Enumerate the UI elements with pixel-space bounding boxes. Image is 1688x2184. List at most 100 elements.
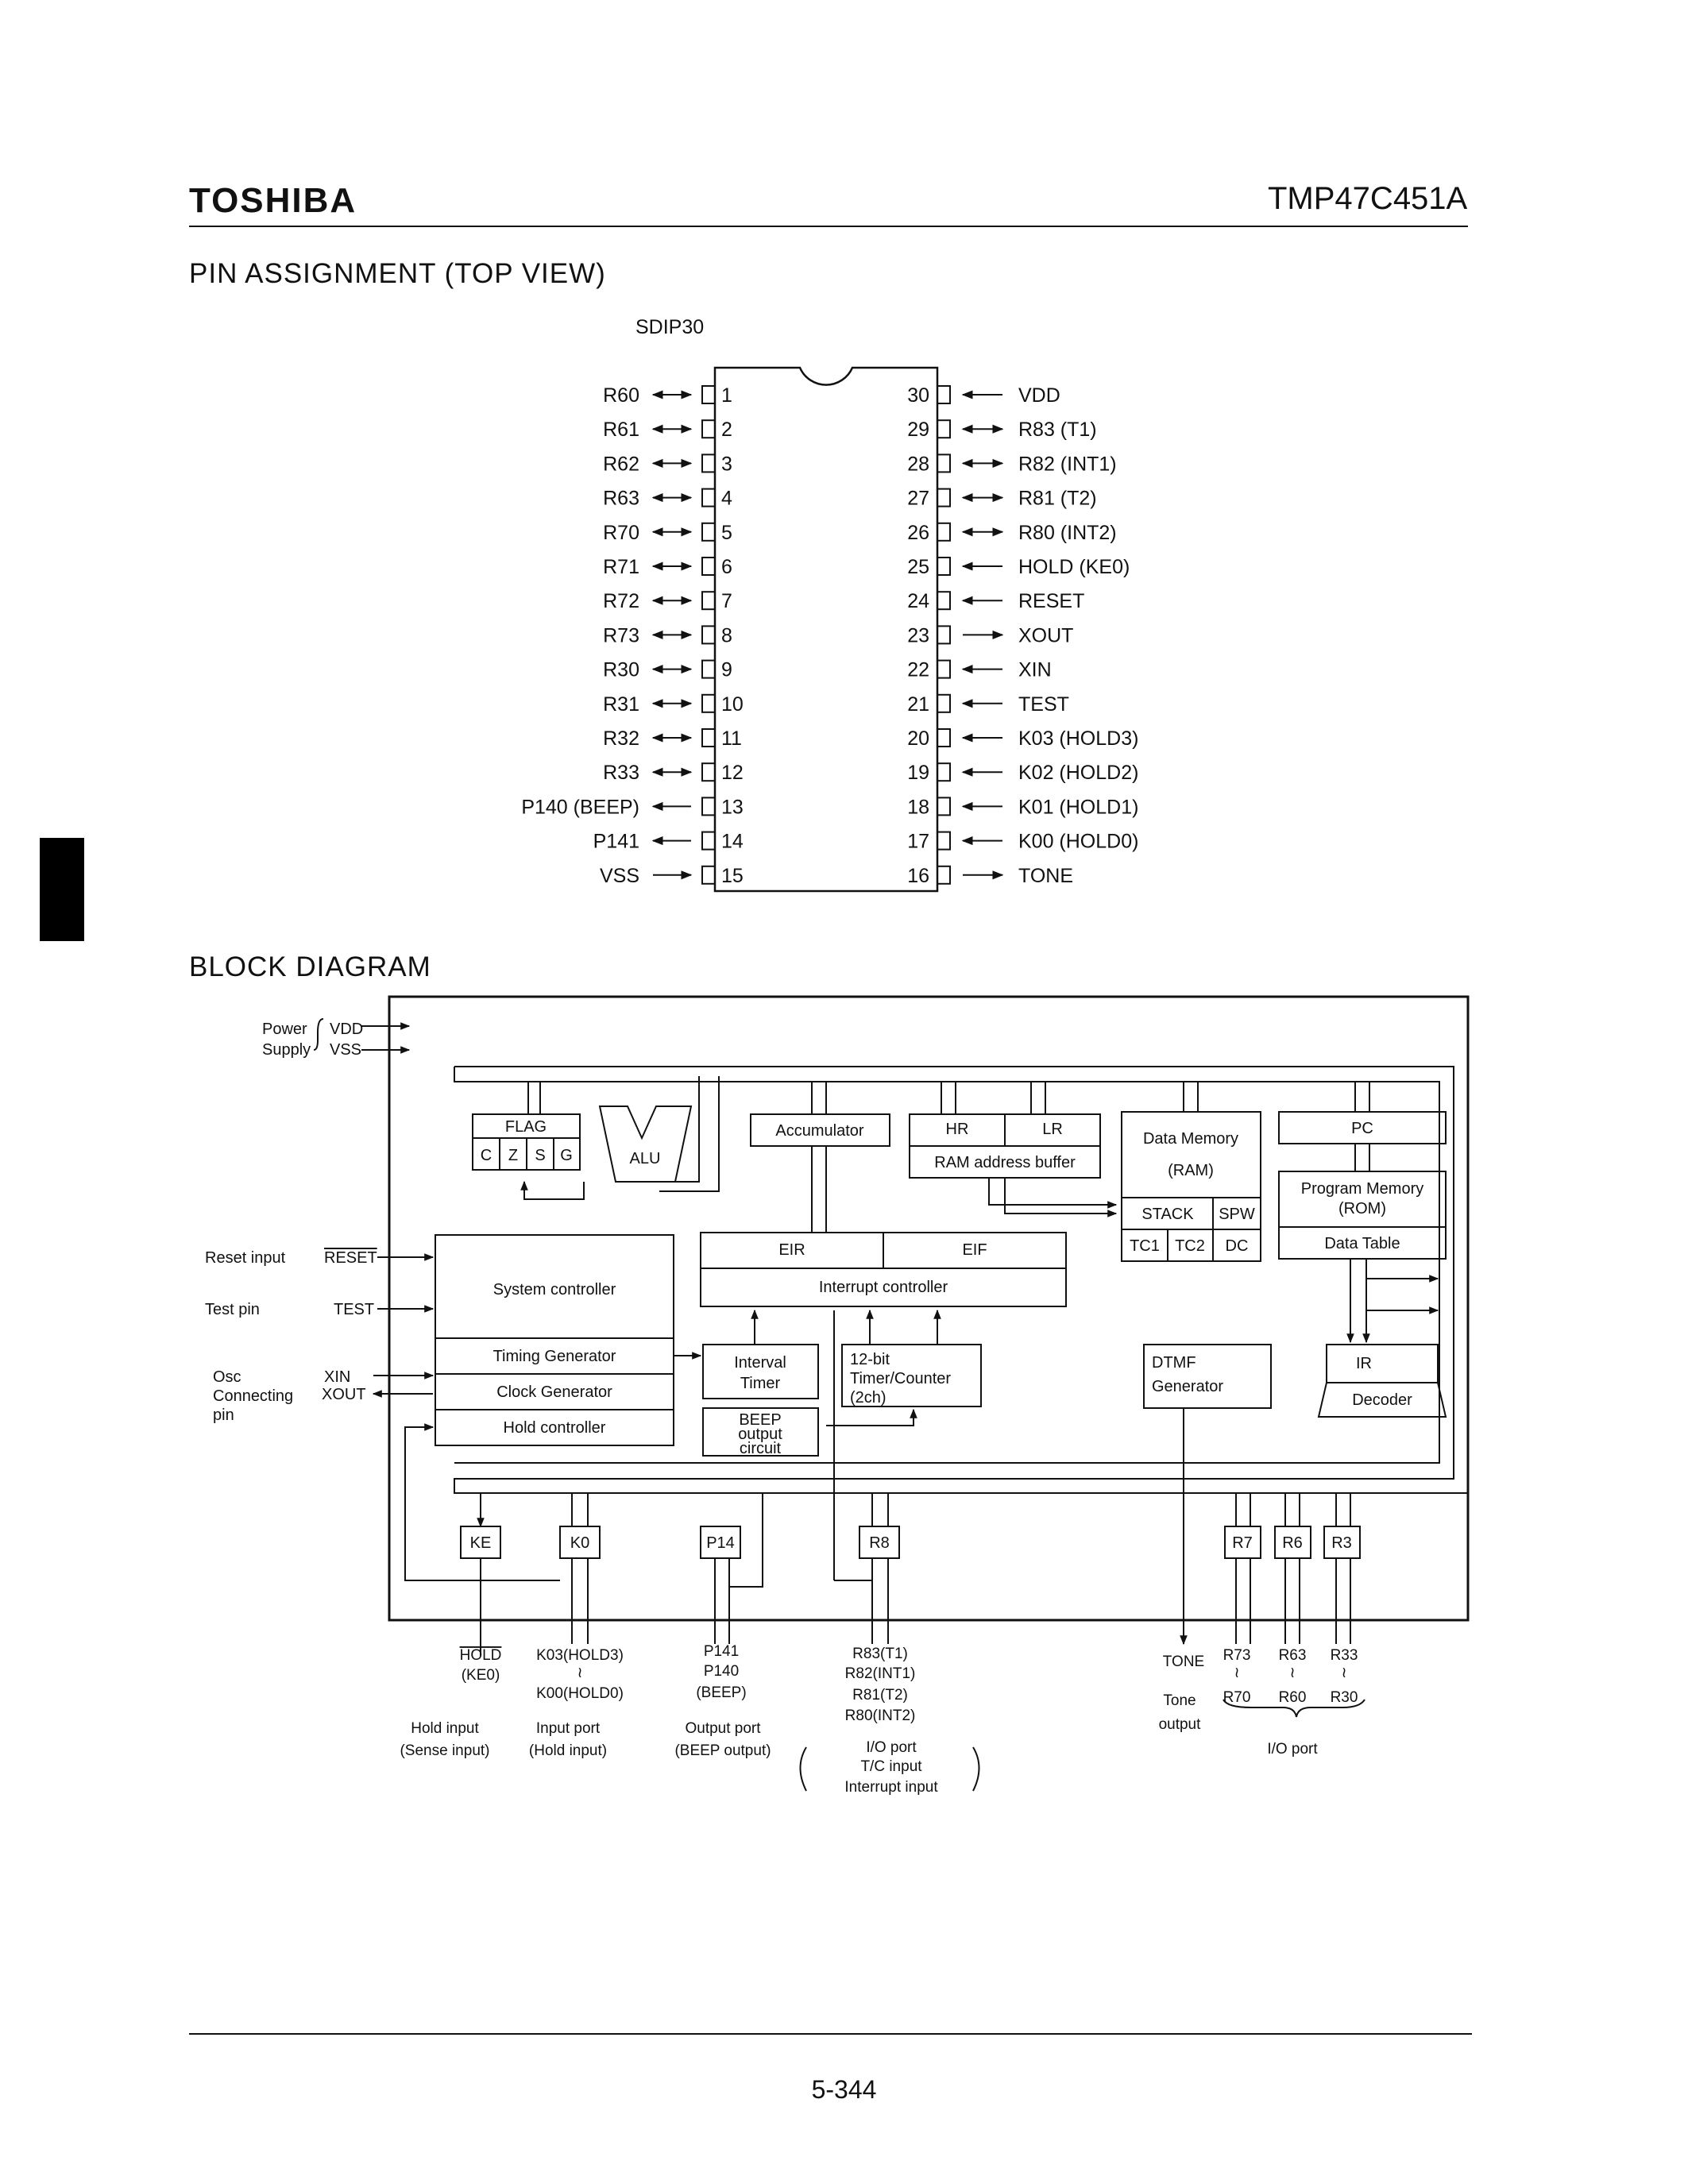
pin-2-name: R61 bbox=[603, 419, 639, 441]
svg-text:Interval: Interval bbox=[734, 1354, 786, 1372]
pin-17-number: 17 bbox=[907, 831, 929, 853]
pin-21-name: TEST bbox=[1018, 693, 1069, 716]
svg-text:R83(T1): R83(T1) bbox=[852, 1646, 908, 1662]
pin-15-number: 15 bbox=[721, 865, 744, 887]
alu-shape bbox=[598, 1106, 693, 1183]
pin-3-name: R62 bbox=[603, 453, 639, 475]
page-number: 5-344 bbox=[811, 2075, 877, 2104]
svg-text:S: S bbox=[535, 1147, 545, 1164]
svg-text:Output port: Output port bbox=[685, 1720, 761, 1737]
pin-18-pad bbox=[937, 797, 951, 816]
pin-28-name: R82 (INT1) bbox=[1018, 453, 1117, 475]
pin-29-name: R83 (T1) bbox=[1018, 419, 1097, 441]
pin-15-pad bbox=[701, 865, 716, 885]
svg-text:pin: pin bbox=[213, 1406, 234, 1424]
svg-text:R80(INT2): R80(INT2) bbox=[845, 1707, 916, 1724]
pin-2-number: 2 bbox=[721, 419, 732, 441]
pin-13-name: P140 (BEEP) bbox=[521, 796, 639, 818]
pin-10-name: R31 bbox=[603, 693, 639, 716]
pin-5-name: R70 bbox=[603, 522, 639, 544]
internal-bus-top bbox=[454, 1066, 1468, 1494]
pin-17-name: K00 (HOLD0) bbox=[1018, 831, 1138, 853]
pin-27-pad bbox=[937, 488, 951, 507]
svg-text:circuit: circuit bbox=[740, 1440, 782, 1457]
svg-text:R6: R6 bbox=[1282, 1534, 1303, 1552]
svg-text:G: G bbox=[560, 1147, 573, 1164]
pin-26-number: 26 bbox=[907, 522, 929, 544]
pin-9-name: R30 bbox=[603, 659, 639, 681]
svg-text:R8: R8 bbox=[869, 1534, 890, 1552]
pin-29-pad bbox=[937, 419, 951, 439]
pin-26-name: R80 (INT2) bbox=[1018, 522, 1117, 544]
pin-25-number: 25 bbox=[907, 556, 929, 578]
svg-text:XIN: XIN bbox=[324, 1368, 350, 1386]
svg-text:≀: ≀ bbox=[1341, 1665, 1346, 1681]
svg-text:T/C input: T/C input bbox=[860, 1758, 922, 1775]
svg-text:SPW: SPW bbox=[1219, 1206, 1255, 1223]
svg-text:R81(T2): R81(T2) bbox=[852, 1687, 908, 1704]
pin-7-name: R72 bbox=[603, 590, 639, 612]
svg-text:DTMF: DTMF bbox=[1152, 1354, 1196, 1372]
svg-text:TEST: TEST bbox=[334, 1301, 374, 1318]
svg-text:R73: R73 bbox=[1223, 1647, 1251, 1664]
pin-20-name: K03 (HOLD3) bbox=[1018, 727, 1138, 750]
svg-text:Power: Power bbox=[262, 1021, 307, 1038]
svg-text:Input port: Input port bbox=[536, 1720, 601, 1737]
svg-text:R60: R60 bbox=[1279, 1689, 1307, 1706]
pin-4-pad bbox=[701, 488, 716, 507]
pin-18-name: K01 (HOLD1) bbox=[1018, 796, 1138, 818]
pin-8-name: R73 bbox=[603, 624, 639, 646]
pin-30-name: VDD bbox=[1018, 384, 1060, 407]
svg-text:TONE: TONE bbox=[1163, 1653, 1204, 1670]
pin-12-name: R33 bbox=[603, 762, 639, 784]
svg-text:DC: DC bbox=[1226, 1237, 1249, 1255]
svg-text:(ROM): (ROM) bbox=[1338, 1200, 1386, 1217]
svg-text:Data Table: Data Table bbox=[1324, 1235, 1400, 1252]
part-number: TMP47C451A bbox=[1268, 181, 1468, 216]
svg-text:VDD: VDD bbox=[330, 1021, 363, 1038]
pin-23-name: XOUT bbox=[1018, 624, 1073, 646]
svg-text:(Hold input): (Hold input) bbox=[529, 1742, 607, 1759]
pin-28-number: 28 bbox=[907, 453, 929, 475]
svg-text:RAM address buffer: RAM address buffer bbox=[934, 1154, 1076, 1171]
svg-text:EIR: EIR bbox=[778, 1241, 805, 1259]
pin-13-number: 13 bbox=[721, 796, 744, 818]
svg-text:P140: P140 bbox=[704, 1663, 739, 1680]
pin-25-name: HOLD (KE0) bbox=[1018, 556, 1130, 578]
svg-text:R70: R70 bbox=[1223, 1689, 1251, 1706]
pin-3-pad bbox=[701, 453, 716, 473]
pin-6-name: R71 bbox=[603, 556, 639, 578]
pin-23-pad bbox=[937, 625, 951, 645]
svg-text:R82(INT1): R82(INT1) bbox=[845, 1665, 916, 1682]
svg-text:Osc: Osc bbox=[213, 1368, 241, 1386]
pin-22-name: XIN bbox=[1018, 659, 1052, 681]
pin-13-pad bbox=[701, 797, 716, 816]
svg-text:TC1: TC1 bbox=[1130, 1237, 1160, 1255]
svg-text:(Sense input): (Sense input) bbox=[400, 1742, 489, 1759]
pin-20-number: 20 bbox=[907, 727, 929, 750]
package-label: SDIP30 bbox=[635, 316, 705, 338]
svg-text:K0: K0 bbox=[570, 1534, 589, 1552]
pin-8-pad bbox=[701, 625, 716, 645]
pin-26-pad bbox=[937, 522, 951, 542]
svg-text:P14: P14 bbox=[706, 1534, 735, 1552]
alu-label: ALU bbox=[630, 1150, 661, 1167]
svg-text:C: C bbox=[481, 1147, 492, 1164]
block-diagram-title: BLOCK DIAGRAM bbox=[189, 951, 431, 982]
svg-text:Data Memory: Data Memory bbox=[1143, 1130, 1238, 1148]
svg-text:output: output bbox=[1159, 1716, 1202, 1733]
pin-19-number: 19 bbox=[907, 762, 929, 784]
pin-12-pad bbox=[701, 762, 716, 782]
pin-28-pad bbox=[937, 453, 951, 473]
pin-4-name: R63 bbox=[603, 488, 639, 510]
svg-text:HOLD: HOLD bbox=[460, 1647, 502, 1664]
pin-15-name: VSS bbox=[600, 865, 639, 887]
pin-1-pad bbox=[701, 385, 716, 404]
svg-text:PC: PC bbox=[1351, 1120, 1373, 1137]
pin-1-name: R60 bbox=[603, 384, 639, 407]
svg-text:≀: ≀ bbox=[1234, 1665, 1239, 1681]
pin-assignment-diagram: 1R602R613R624R635R706R717R728R739R3010R3… bbox=[521, 366, 1138, 893]
pin-9-pad bbox=[701, 659, 716, 679]
pin-24-pad bbox=[937, 591, 951, 611]
svg-text:Reset input: Reset input bbox=[205, 1249, 286, 1267]
